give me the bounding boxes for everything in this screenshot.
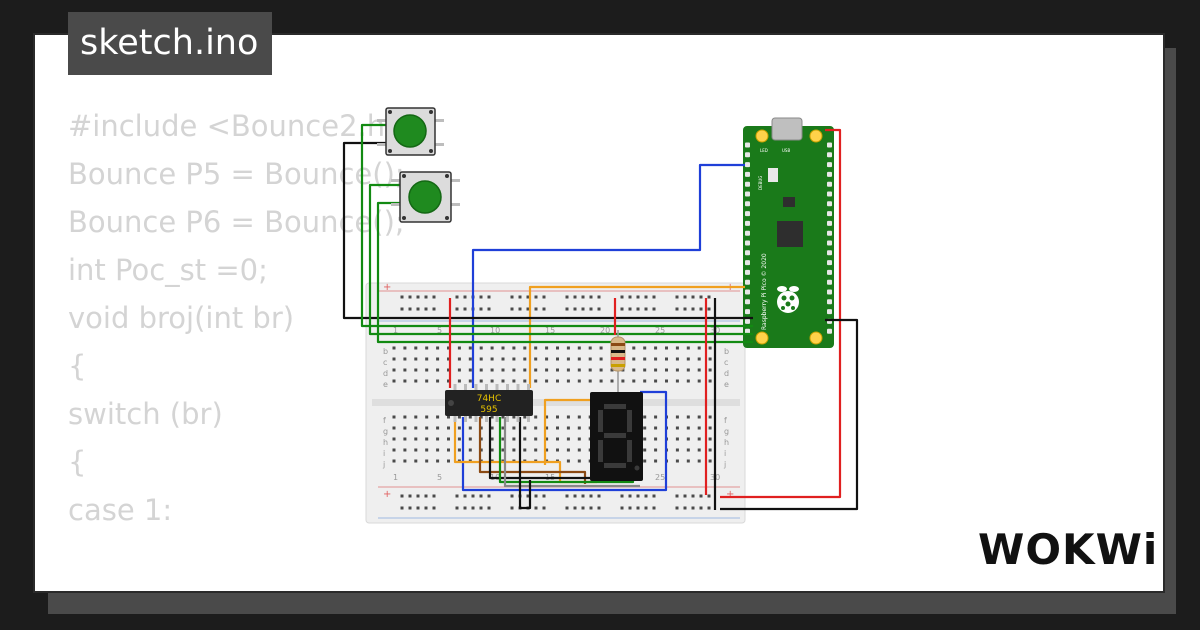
chip-notch xyxy=(448,400,454,406)
wire-green[interactable] xyxy=(368,183,753,336)
file-tab[interactable]: sketch.ino xyxy=(68,12,273,75)
center-channel xyxy=(372,399,740,406)
column-number: 15 xyxy=(545,326,555,335)
wire-black[interactable] xyxy=(342,141,753,320)
plus-mark: + xyxy=(383,489,391,500)
row-letter: f xyxy=(383,416,386,425)
resistor[interactable] xyxy=(610,330,626,392)
flash-chip xyxy=(783,197,795,207)
row-letter: i xyxy=(383,449,385,458)
code-line: case 1: xyxy=(68,493,173,527)
wire-orange[interactable] xyxy=(528,285,745,388)
usb-label: USB xyxy=(782,148,790,153)
code-line: { xyxy=(68,445,87,479)
row-letter: j xyxy=(723,460,726,469)
mount-hole xyxy=(755,129,769,143)
row-letter: h xyxy=(383,438,388,447)
column-number: 5 xyxy=(437,473,442,482)
pico-label: Raspberry Pi Pico © 2020 xyxy=(761,253,768,330)
raspberry-pi-pico[interactable]: Raspberry Pi Pico © 2020 DEBUG LED USB xyxy=(743,117,834,348)
row-letter: c xyxy=(724,358,728,367)
plus-mark: + xyxy=(726,489,734,500)
code-line: { xyxy=(68,349,87,383)
row-letter: i xyxy=(724,449,726,458)
usb-connector[interactable] xyxy=(771,117,803,141)
bootsel-button[interactable] xyxy=(768,168,778,182)
wire-red[interactable] xyxy=(720,128,842,499)
chip-pins xyxy=(453,384,530,422)
raspberry-logo xyxy=(777,286,799,313)
push-button-2[interactable] xyxy=(391,171,460,223)
row-letter: e xyxy=(383,380,388,389)
breadboard-holes xyxy=(392,295,712,510)
wire-orange[interactable] xyxy=(543,398,597,465)
row-letter: g xyxy=(383,427,388,436)
row-letter: c xyxy=(383,358,387,367)
column-number: 5 xyxy=(437,326,442,335)
push-button-1[interactable] xyxy=(377,107,444,156)
wire-green[interactable] xyxy=(360,123,753,328)
wires xyxy=(342,123,859,511)
row-letter: d xyxy=(383,369,388,378)
code-line: Bounce P5 = Bounce(); xyxy=(68,157,405,191)
wire-gray[interactable] xyxy=(503,417,640,488)
column-number: 1 xyxy=(393,473,398,482)
segments xyxy=(598,404,640,471)
wire-blue[interactable] xyxy=(461,390,668,492)
seven-segment-display[interactable] xyxy=(590,392,643,481)
chip-body xyxy=(445,390,533,416)
wire-green[interactable] xyxy=(376,201,753,344)
mount-hole xyxy=(809,129,823,143)
code-line: Bounce P6 = Bounce(); xyxy=(68,205,405,239)
row-letter: e xyxy=(724,380,729,389)
shift-register-74hc595[interactable]: 74HC 595 xyxy=(445,384,533,422)
rp2040-chip xyxy=(777,221,803,247)
mount-hole xyxy=(755,331,769,345)
row-letter: d xyxy=(724,369,729,378)
code-preview: #include <Bounce2.h> Bounce P5 = Bounce(… xyxy=(68,102,409,534)
row-letter: b xyxy=(383,347,388,356)
row-letter: f xyxy=(724,416,727,425)
row-letter: j xyxy=(382,460,385,469)
wire-black[interactable] xyxy=(720,318,859,511)
wire-black[interactable] xyxy=(518,417,532,510)
wire-blue[interactable] xyxy=(471,163,745,388)
column-number: 10 xyxy=(490,326,500,335)
pico-pins xyxy=(745,142,832,334)
code-line: void broj(int br) xyxy=(68,301,295,335)
row-letter: g xyxy=(724,427,729,436)
plus-mark: + xyxy=(383,282,391,293)
led-label: LED xyxy=(760,148,768,153)
code-line: int Poc_st =0; xyxy=(68,253,268,287)
mount-hole xyxy=(809,331,823,345)
chip-label: 595 xyxy=(480,405,497,415)
chip-label: 74HC xyxy=(477,394,502,404)
wokwi-logo[interactable]: WOKWi xyxy=(978,525,1159,574)
column-number: 20 xyxy=(600,326,610,335)
column-number: 1 xyxy=(393,326,398,335)
column-number: 25 xyxy=(655,473,665,482)
debug-label: DEBUG xyxy=(758,176,763,190)
row-letter: b xyxy=(724,347,729,356)
code-line: switch (br) xyxy=(68,397,223,431)
row-letter: h xyxy=(724,438,729,447)
column-number: 25 xyxy=(655,326,665,335)
